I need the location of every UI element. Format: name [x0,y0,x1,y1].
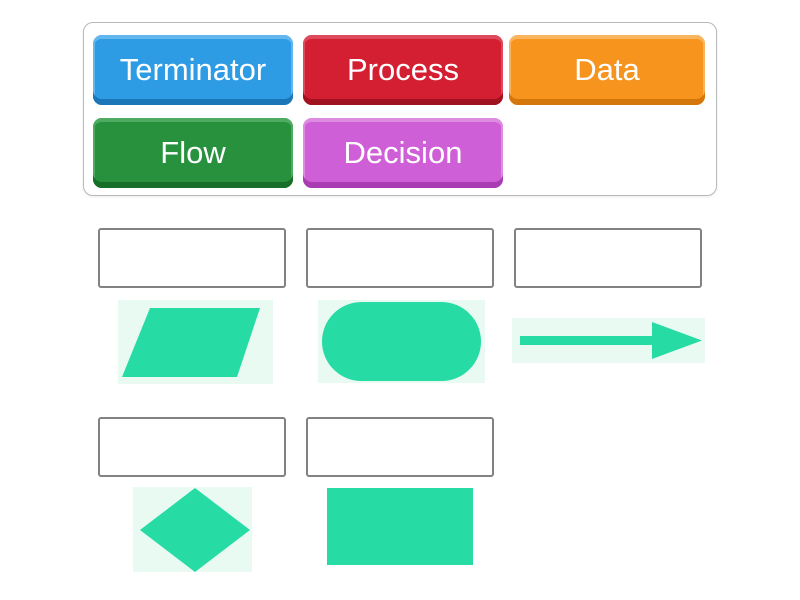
keyword-tile-data[interactable]: Data [509,35,705,105]
answer-slot-1[interactable] [98,228,286,288]
shape-image-flow-arrow [512,318,705,363]
keyword-tile-decision[interactable]: Decision [303,118,503,188]
rectangle-icon [327,488,473,565]
word-bank: Terminator Process Data Flow Decision [83,22,717,196]
stadium-icon [322,302,481,381]
answer-slot-2[interactable] [306,228,494,288]
answer-slot-5[interactable] [306,417,494,477]
arrow-right-icon [520,322,702,359]
parallelogram-icon [122,308,260,377]
answer-slot-4[interactable] [98,417,286,477]
shape-image-process-rectangle [327,488,473,565]
keyword-tile-process[interactable]: Process [303,35,503,105]
shape-image-decision-diamond [133,487,252,572]
keyword-tile-flow[interactable]: Flow [93,118,293,188]
shape-image-parallelogram [118,300,273,384]
keyword-tile-terminator[interactable]: Terminator [93,35,293,105]
answer-slot-3[interactable] [514,228,702,288]
shape-image-terminator [318,300,485,383]
diamond-icon [140,488,250,572]
